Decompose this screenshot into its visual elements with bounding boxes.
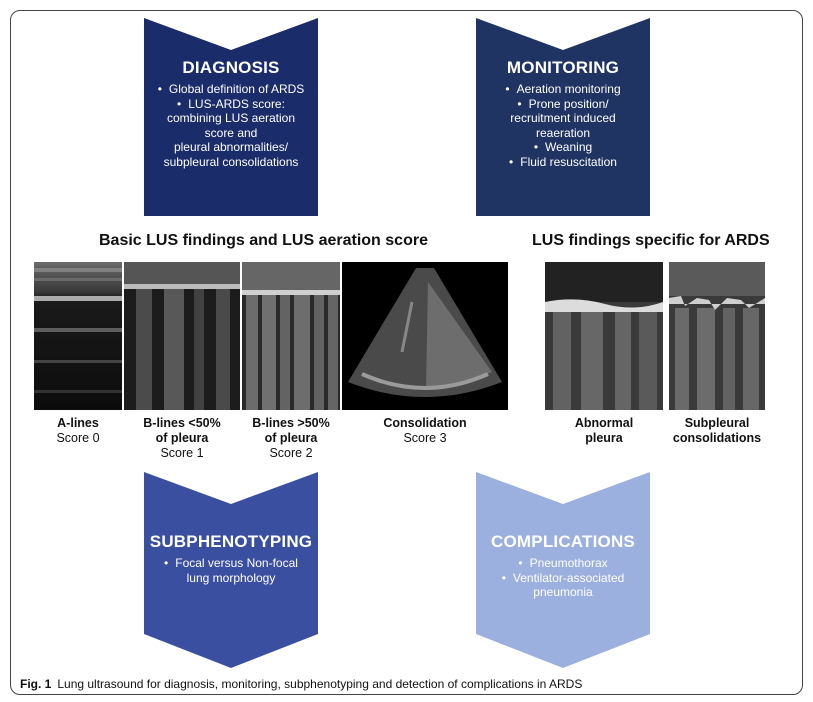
monitoring-item: reaeration bbox=[535, 125, 591, 140]
finding-name-line2: of pleura bbox=[155, 431, 209, 445]
ultrasound-a-lines bbox=[34, 262, 122, 410]
monitoring-item: recruitment induced bbox=[510, 111, 616, 126]
diagnosis-item: LUS-ARDS score: bbox=[144, 97, 318, 112]
complications-item: pneumonia bbox=[533, 585, 593, 600]
finding-name-line2: of pleura bbox=[264, 431, 318, 445]
ultrasound-b-lines-under-50 bbox=[124, 262, 240, 410]
figure-caption: Fig. 1 Lung ultrasound for diagnosis, mon… bbox=[20, 677, 582, 691]
finding-label-b-lines-over-50: B-lines >50% of pleura Score 2 bbox=[236, 416, 346, 461]
complications-chevron: COMPLICATIONS Pneumothorax Ventilator-as… bbox=[476, 472, 650, 668]
finding-name: B-lines <50% bbox=[143, 416, 221, 430]
finding-name: A-lines bbox=[57, 416, 99, 430]
monitoring-item: Prone position/ bbox=[476, 97, 650, 112]
subphenotyping-title: SUBPHENOTYPING bbox=[149, 532, 313, 551]
complications-item: Ventilator-associated bbox=[476, 571, 650, 586]
ards-finding-name-line2: consolidations bbox=[672, 431, 762, 445]
monitoring-item: Aeration monitoring bbox=[476, 82, 650, 97]
ards-label-subpleural-consolidations: Subpleural consolidations bbox=[660, 416, 774, 446]
finding-label-b-lines-under-50: B-lines <50% of pleura Score 1 bbox=[124, 416, 240, 461]
ards-finding-name-line2: pleura bbox=[585, 431, 623, 445]
ultrasound-b-lines-over-50 bbox=[242, 262, 340, 410]
finding-label-a-lines: A-lines Score 0 bbox=[24, 416, 132, 446]
diagnosis-item: subpleural consolidations bbox=[163, 154, 299, 169]
ultrasound-abnormal-pleura bbox=[545, 262, 663, 410]
diagnosis-item: score and bbox=[204, 125, 258, 140]
ultrasound-subpleural-consolidations bbox=[669, 262, 765, 410]
monitoring-list: Aeration monitoring Prone position/ recr… bbox=[476, 82, 650, 170]
diagnosis-item: pleural abnormalities/ bbox=[173, 140, 289, 155]
finding-score: Score 0 bbox=[56, 431, 100, 445]
complications-item: Pneumothorax bbox=[476, 556, 650, 571]
figure-caption-text: Lung ultrasound for diagnosis, monitorin… bbox=[57, 677, 583, 691]
monitoring-item: Fluid resuscitation bbox=[476, 155, 650, 170]
subphenotyping-item: lung morphology bbox=[186, 570, 276, 585]
ards-finding-name: Abnormal bbox=[574, 416, 634, 430]
figure-number: Fig. 1 bbox=[20, 677, 52, 691]
ards-finding-name: Subpleural bbox=[684, 416, 750, 430]
complications-list: Pneumothorax Ventilator-associated pneum… bbox=[476, 556, 650, 600]
subphenotyping-chevron: SUBPHENOTYPING Focal versus Non-focal lu… bbox=[144, 472, 318, 668]
finding-name: Consolidation bbox=[383, 416, 467, 430]
diagnosis-list: Global definition of ARDS LUS-ARDS score… bbox=[144, 82, 318, 170]
complications-title: COMPLICATIONS bbox=[491, 532, 635, 551]
finding-score: Score 2 bbox=[269, 446, 313, 460]
ultrasound-consolidation bbox=[342, 262, 508, 410]
ards-findings-heading: LUS findings specific for ARDS bbox=[532, 232, 770, 249]
finding-score: Score 1 bbox=[160, 446, 204, 460]
ards-label-abnormal-pleura: Abnormal pleura bbox=[545, 416, 663, 446]
basic-findings-heading: Basic LUS findings and LUS aeration scor… bbox=[99, 232, 428, 249]
monitoring-title: MONITORING bbox=[506, 58, 620, 77]
finding-label-consolidation: Consolidation Score 3 bbox=[362, 416, 488, 446]
subphenotyping-item: Focal versus Non-focal bbox=[144, 556, 318, 571]
diagnosis-title: DIAGNOSIS bbox=[182, 58, 280, 77]
monitoring-item: Weaning bbox=[476, 140, 650, 155]
diagnosis-item: combining LUS aeration bbox=[166, 111, 296, 126]
diagnosis-shape bbox=[144, 18, 318, 216]
diagnosis-item: Global definition of ARDS bbox=[144, 82, 318, 97]
monitoring-chevron: MONITORING Aeration monitoring Prone pos… bbox=[476, 18, 650, 216]
finding-score: Score 3 bbox=[403, 431, 447, 445]
subphenotyping-list: Focal versus Non-focal lung morphology bbox=[144, 556, 318, 585]
finding-name: B-lines >50% bbox=[252, 416, 330, 430]
diagnosis-chevron: DIAGNOSIS Global definition of ARDS LUS-… bbox=[144, 18, 318, 216]
